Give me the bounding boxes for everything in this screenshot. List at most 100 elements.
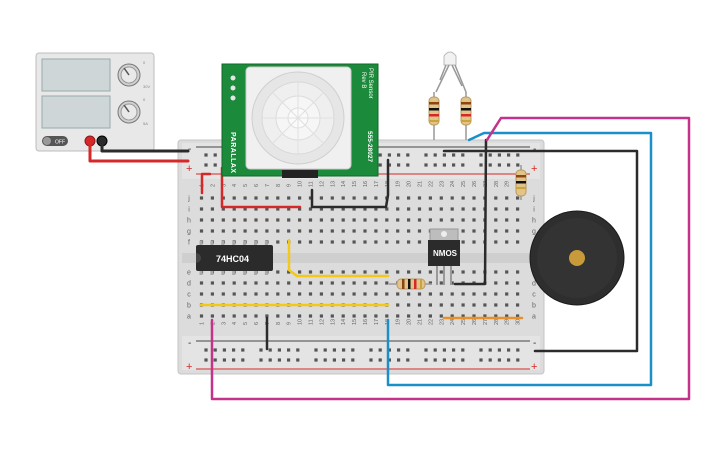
rail-hole[interactable] [497,153,501,157]
breadboard-hole[interactable] [221,196,225,200]
breadboard-hole[interactable] [308,218,313,222]
breadboard-hole[interactable] [265,292,269,296]
breadboard-hole[interactable] [308,281,313,285]
breadboard-hole[interactable] [330,270,334,274]
rail-hole[interactable] [442,163,446,167]
rail-hole[interactable] [323,348,327,352]
rail-hole[interactable] [479,153,483,157]
breadboard-hole[interactable] [341,281,345,285]
rail-hole[interactable] [424,358,428,362]
breadboard-hole[interactable] [505,270,509,274]
rail-hole[interactable] [433,358,437,362]
breadboard-hole[interactable] [363,207,367,211]
rail-hole[interactable] [232,358,236,362]
breadboard-hole[interactable] [352,229,356,233]
breadboard-hole[interactable] [494,207,498,211]
breadboard-hole[interactable] [352,314,356,318]
rail-hole[interactable] [378,163,382,167]
breadboard-hole[interactable] [396,270,400,274]
wire-yellow-1[interactable] [287,238,390,278]
nmos-transistor[interactable]: NMOS [428,228,460,285]
breadboard-hole[interactable] [516,229,520,233]
rail-hole[interactable] [314,358,318,362]
breadboard-hole[interactable] [461,229,465,233]
piezo-buzzer[interactable] [529,210,625,306]
breadboard-hole[interactable] [298,270,302,274]
breadboard-hole[interactable] [232,314,236,318]
breadboard-hole[interactable] [516,281,520,285]
breadboard-hole[interactable] [243,218,247,222]
breadboard-hole[interactable] [319,314,323,318]
breadboard-hole[interactable] [254,207,258,211]
breadboard-hole[interactable] [483,303,487,307]
wire-red-jumper[interactable] [200,172,212,195]
breadboard-hole[interactable] [265,314,269,318]
breadboard-hole[interactable] [472,292,476,296]
rail-hole[interactable] [213,348,217,352]
breadboard-hole[interactable] [505,240,509,244]
breadboard-hole[interactable] [330,218,334,222]
breadboard-hole[interactable] [450,218,454,222]
rail-hole[interactable] [332,358,336,362]
rail-hole[interactable] [378,153,382,157]
breadboard-hole[interactable] [199,292,204,296]
rail-hole[interactable] [296,348,300,352]
breadboard-hole[interactable] [417,218,422,222]
breadboard-hole[interactable] [494,270,498,274]
breadboard-hole[interactable] [210,196,214,200]
breadboard-hole[interactable] [308,314,313,318]
breadboard-hole[interactable] [254,281,258,285]
breadboard-hole[interactable] [417,196,422,200]
breadboard-hole[interactable] [396,218,400,222]
breadboard-hole[interactable] [450,303,454,307]
breadboard-hole[interactable] [494,314,498,318]
breadboard-hole[interactable] [385,207,389,211]
breadboard-hole[interactable] [243,196,247,200]
breadboard-hole[interactable] [221,229,225,233]
breadboard-hole[interactable] [221,281,225,285]
breadboard-hole[interactable] [407,303,411,307]
rail-hole[interactable] [424,153,428,157]
breadboard-hole[interactable] [287,218,291,222]
breadboard-hole[interactable] [516,314,520,318]
breadboard-hole[interactable] [330,292,334,296]
rail-hole[interactable] [232,348,236,352]
rail-hole[interactable] [241,348,245,352]
breadboard-hole[interactable] [407,196,411,200]
breadboard-hole[interactable] [276,196,280,200]
breadboard-hole[interactable] [505,218,509,222]
breadboard-hole[interactable] [494,240,498,244]
breadboard-hole[interactable] [428,314,432,318]
rail-hole[interactable] [406,358,410,362]
breadboard-hole[interactable] [483,292,487,296]
rail-hole[interactable] [387,153,391,157]
breadboard-hole[interactable] [505,207,509,211]
breadboard-hole[interactable] [199,281,204,285]
breadboard-hole[interactable] [276,270,280,274]
breadboard-hole[interactable] [199,218,204,222]
rail-hole[interactable] [296,358,300,362]
wire-black-transistor[interactable] [453,138,488,286]
breadboard-hole[interactable] [385,292,389,296]
breadboard-hole[interactable] [352,281,356,285]
rail-hole[interactable] [351,358,355,362]
breadboard-hole[interactable] [199,229,204,233]
breadboard-hole[interactable] [494,229,498,233]
wire-red-supply[interactable] [88,139,190,163]
breadboard-hole[interactable] [505,314,509,318]
rail-hole[interactable] [213,153,217,157]
breadboard-hole[interactable] [254,314,258,318]
breadboard-hole[interactable] [407,218,411,222]
breadboard-hole[interactable] [417,207,422,211]
breadboard-hole[interactable] [276,240,280,244]
breadboard-hole[interactable] [330,240,334,244]
rail-hole[interactable] [488,358,492,362]
rail-hole[interactable] [507,348,511,352]
breadboard-hole[interactable] [417,292,422,296]
rail-hole[interactable] [342,358,346,362]
breadboard-hole[interactable] [494,218,498,222]
breadboard-hole[interactable] [298,218,302,222]
breadboard-hole[interactable] [450,292,454,296]
breadboard-hole[interactable] [396,196,400,200]
breadboard-hole[interactable] [472,196,476,200]
